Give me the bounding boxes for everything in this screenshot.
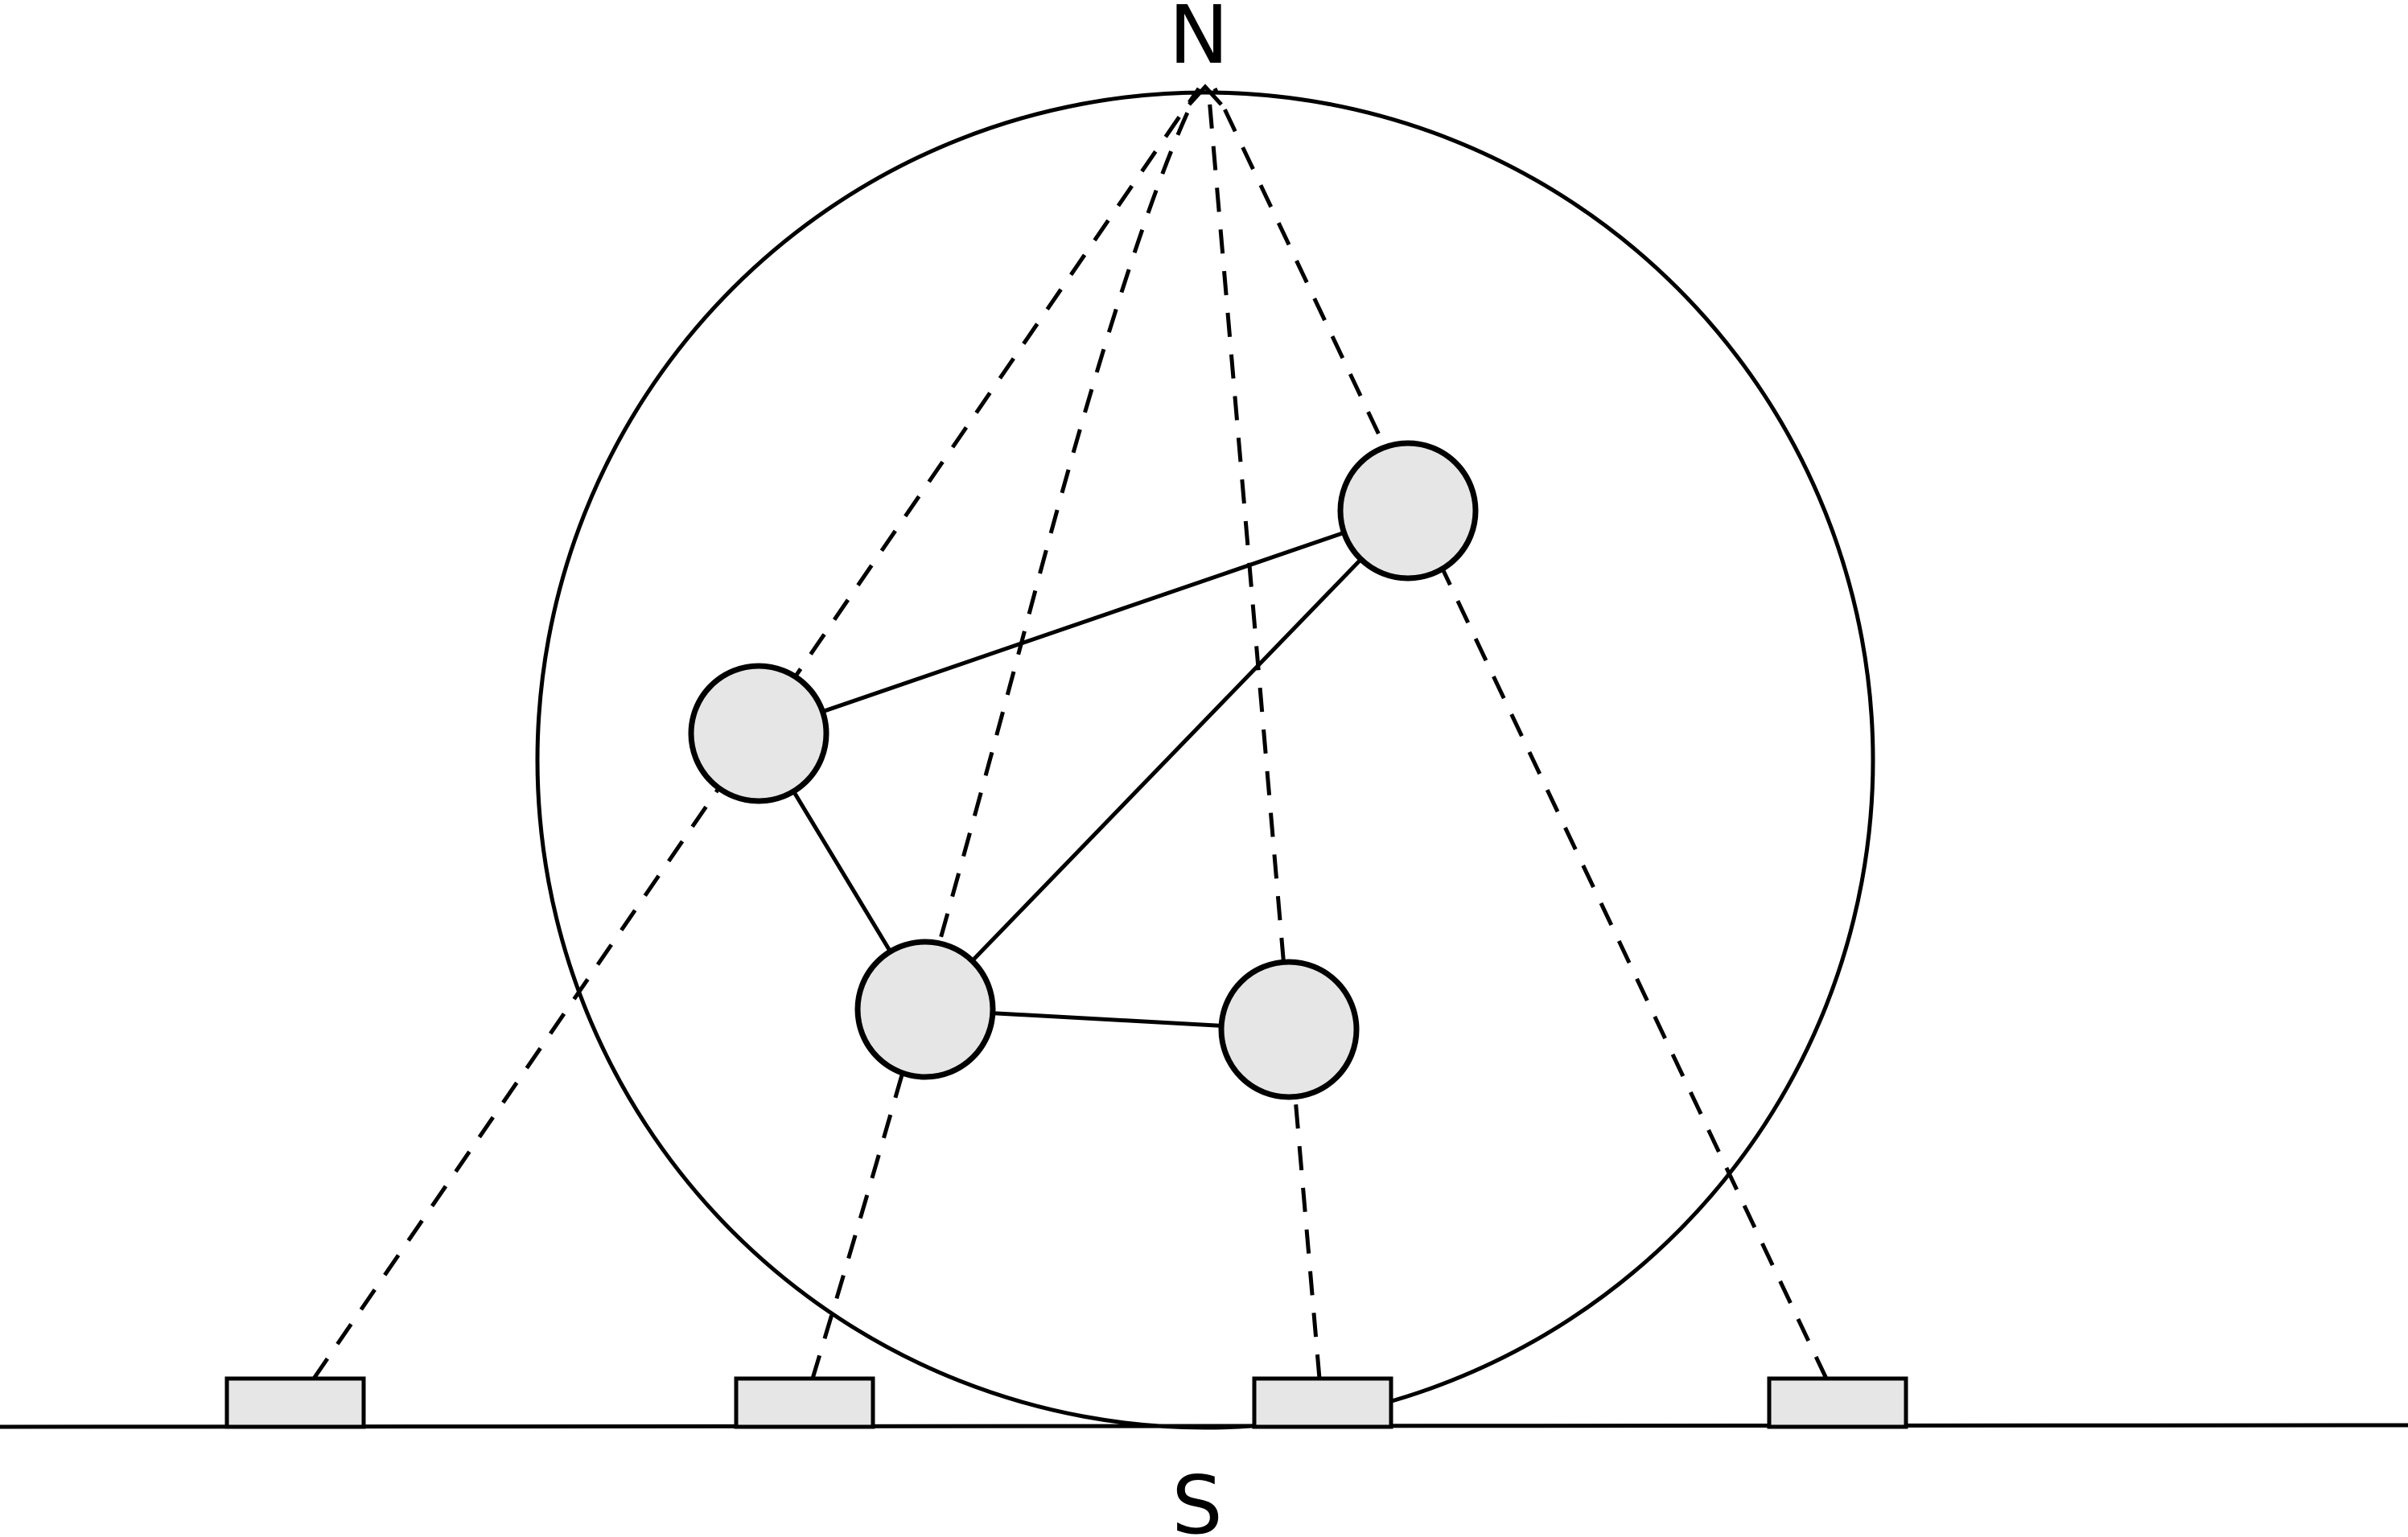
projection-line-3: [1206, 88, 1322, 1379]
north-arrowhead: [1188, 84, 1223, 106]
north-label: N: [1169, 0, 1229, 82]
projected-point-1: [224, 1376, 366, 1429]
projection-line-2: [810, 87, 1201, 1379]
graph-edges: [756, 508, 1410, 1032]
projected-points: [224, 1376, 1908, 1429]
projection-lines: [311, 87, 1829, 1380]
projection-sphere: [535, 90, 1875, 1430]
projected-point-3: [1252, 1376, 1393, 1429]
edge-3-2: [924, 509, 1410, 1011]
projection-line-4: [1212, 87, 1829, 1380]
edge-1-2: [758, 508, 1409, 736]
graph-node-1: [688, 663, 829, 804]
projected-point-4: [1767, 1376, 1908, 1429]
projection-line-1: [311, 87, 1201, 1380]
south-label: S: [1171, 1458, 1222, 1537]
graph-node-2: [1337, 440, 1479, 582]
projected-point-2: [734, 1376, 875, 1429]
graph-node-4: [1218, 959, 1360, 1100]
graph-node-3: [854, 939, 996, 1080]
graph-nodes: [688, 440, 1479, 1100]
